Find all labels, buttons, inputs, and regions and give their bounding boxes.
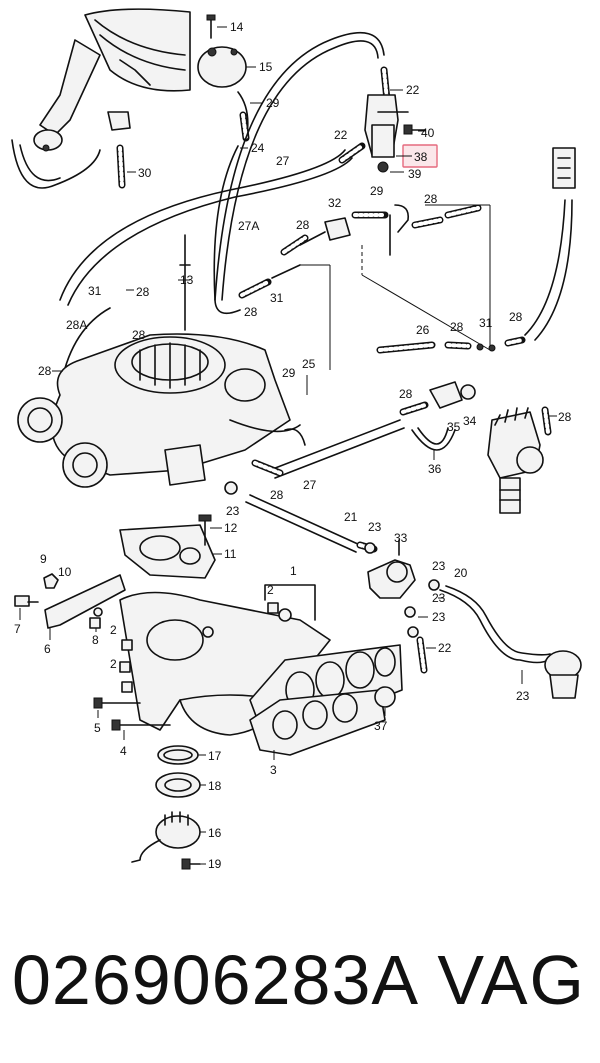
callout-30: 30 bbox=[138, 166, 152, 180]
callout-39: 39 bbox=[408, 167, 422, 181]
callout-3: 3 bbox=[270, 763, 277, 777]
callout-28h: 28 bbox=[38, 364, 52, 378]
callout-31a: 31 bbox=[88, 284, 102, 298]
callout-29b: 29 bbox=[370, 184, 384, 198]
callout-8: 8 bbox=[92, 633, 99, 647]
callout-10: 10 bbox=[58, 565, 72, 579]
callout-27A: 27A bbox=[238, 219, 259, 233]
callout-28i: 28 bbox=[399, 387, 413, 401]
callout-18: 18 bbox=[208, 779, 222, 793]
callout-21: 21 bbox=[344, 510, 358, 524]
callout-29: 29 bbox=[266, 96, 280, 110]
callout-23f: 23 bbox=[516, 689, 530, 703]
callout-31b: 31 bbox=[270, 291, 284, 305]
callout-23b: 23 bbox=[368, 520, 382, 534]
callout-28j: 28 bbox=[558, 410, 572, 424]
callout-28f: 28 bbox=[450, 320, 464, 334]
callout-17: 17 bbox=[208, 749, 222, 763]
callout-28d: 28 bbox=[244, 305, 258, 319]
part-number: 026906283A bbox=[12, 941, 420, 1019]
callout-31c: 31 bbox=[479, 316, 493, 330]
callout-4: 4 bbox=[120, 744, 127, 758]
stud-12 bbox=[198, 514, 212, 546]
washers-2 bbox=[119, 602, 279, 693]
callout-28k: 28 bbox=[270, 488, 284, 502]
callout-25: 25 bbox=[302, 357, 316, 371]
callout-7: 7 bbox=[14, 622, 21, 636]
callout-16: 16 bbox=[208, 826, 222, 840]
callout-9: 9 bbox=[40, 552, 47, 566]
callout-27b: 27 bbox=[303, 478, 317, 492]
callout-2b: 2 bbox=[110, 623, 117, 637]
callout-38: 38 bbox=[414, 150, 428, 164]
part-38-valve bbox=[364, 94, 409, 173]
callout-14: 14 bbox=[230, 20, 244, 34]
callout-24: 24 bbox=[251, 141, 265, 155]
callout-28g: 28 bbox=[509, 310, 523, 324]
callout-26: 26 bbox=[416, 323, 430, 337]
washer-8 bbox=[89, 617, 101, 629]
callout-28b: 28 bbox=[296, 218, 310, 232]
parts-34-35-36 bbox=[399, 381, 476, 451]
callout-15: 15 bbox=[259, 60, 273, 74]
callout-23e: 23 bbox=[432, 610, 446, 624]
callout-2a: 2 bbox=[267, 583, 274, 597]
ring-18 bbox=[155, 772, 201, 798]
callout-28a: 28 bbox=[424, 192, 438, 206]
bracket-6 bbox=[44, 574, 126, 629]
callout-40: 40 bbox=[421, 126, 435, 140]
hose-network-right bbox=[238, 199, 573, 370]
callout-19: 19 bbox=[208, 857, 222, 871]
sender-16 bbox=[131, 811, 201, 863]
callout-34: 34 bbox=[463, 414, 477, 428]
part-15-vacuum-unit bbox=[197, 46, 247, 88]
callout-37: 37 bbox=[374, 719, 388, 733]
callout-35: 35 bbox=[447, 420, 461, 434]
vacuum-unit-20 bbox=[544, 650, 582, 699]
exploded-parts-diagram: 14 15 22 29 40 22 38 39 30 24 27 27A 32 bbox=[11, 8, 582, 871]
gasket-11 bbox=[119, 524, 216, 579]
callout-33: 33 bbox=[394, 531, 408, 545]
brand-label: VAG bbox=[437, 941, 586, 1019]
screw-19 bbox=[181, 858, 201, 870]
callout-28e: 28 bbox=[132, 328, 146, 342]
callout-13: 13 bbox=[180, 273, 194, 287]
callout-5: 5 bbox=[94, 721, 101, 735]
callout-1: 1 bbox=[290, 564, 297, 578]
callout-29c: 29 bbox=[282, 366, 296, 380]
callout-28A: 28A bbox=[66, 318, 87, 332]
manifold-gasket-lower bbox=[249, 689, 386, 756]
part-37 bbox=[374, 686, 396, 708]
ring-17 bbox=[157, 745, 199, 765]
callout-11: 11 bbox=[224, 547, 237, 561]
vent-card bbox=[552, 147, 576, 189]
callout-23a: 23 bbox=[226, 504, 240, 518]
part-33-valve bbox=[367, 539, 416, 599]
callout-20: 20 bbox=[454, 566, 468, 580]
callout-22b: 22 bbox=[334, 128, 348, 142]
callout-22: 22 bbox=[406, 83, 420, 97]
callout-23d: 23 bbox=[432, 591, 446, 605]
carburetor bbox=[17, 234, 306, 488]
air-cleaner-assembly bbox=[33, 8, 191, 152]
part-14-screw bbox=[206, 14, 216, 39]
callout-22c: 22 bbox=[438, 641, 452, 655]
callout-2c: 2 bbox=[110, 657, 117, 671]
part-40-screw bbox=[403, 124, 426, 135]
callout-12: 12 bbox=[224, 521, 238, 535]
callout-32: 32 bbox=[328, 196, 342, 210]
distributor bbox=[487, 406, 552, 514]
callout-23c: 23 bbox=[432, 559, 446, 573]
nut-9 bbox=[43, 573, 59, 589]
callout-28c: 28 bbox=[136, 285, 150, 299]
bolts-4-5 bbox=[93, 697, 171, 731]
callout-27: 27 bbox=[276, 154, 290, 168]
callouts: 14 15 22 29 40 22 38 39 30 24 27 27A 32 bbox=[14, 20, 572, 871]
callout-36: 36 bbox=[428, 462, 442, 476]
callout-6: 6 bbox=[44, 642, 51, 656]
stud-7 bbox=[14, 595, 39, 607]
